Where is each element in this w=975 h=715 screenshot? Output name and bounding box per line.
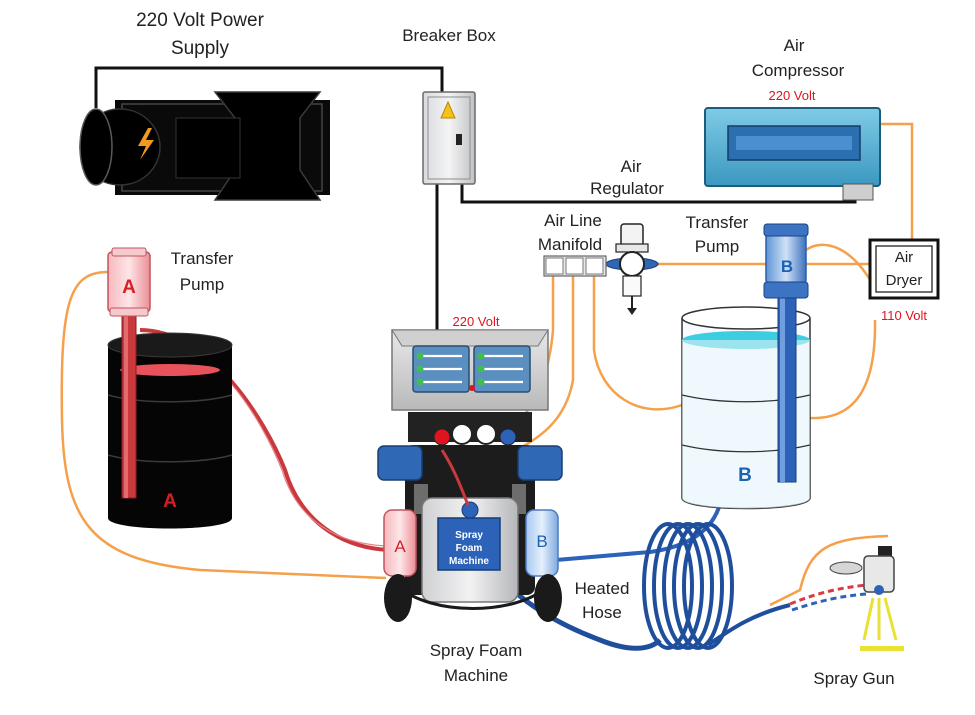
label-breaker-box: Breaker Box [402,26,496,45]
pump-b-letter: B [781,257,793,276]
label-air-dryer-line2: Dryer [886,272,923,289]
transfer-pump-b [763,223,809,483]
drum-a [107,332,233,529]
warning-icon [440,100,456,119]
breaker-box [422,91,476,185]
air-dryer [868,238,940,300]
drum-a-letter: A [163,491,177,512]
label-air-dryer-line1: Air [895,249,913,266]
label-air-compressor-line1: Air [784,36,805,55]
label-compressor-voltage: 220 Volt [769,88,816,103]
air-line-compressor-to-dryer [880,122,914,240]
spray-foam-machine [377,329,563,622]
spray-gun-hose-a [789,583,867,606]
label-transfer-pump-a-line1: Transfer [171,249,234,268]
label-machine-voltage: 220 Volt [453,314,500,329]
power-supply [79,91,330,201]
label-transfer-pump-b-line2: Pump [695,237,739,256]
label-spray-foam-machine-line2: Machine [444,666,508,685]
air-line-to-spray-gun [769,534,889,607]
label-air-regulator-line1: Air [621,157,642,176]
air-line-pump-a-loop [60,270,387,580]
label-spray-gun: Spray Gun [813,669,894,688]
air-regulator [605,223,659,315]
spray-gun-hose-b [791,592,867,612]
label-air-compressor-line2: Compressor [752,61,845,80]
label-air-regulator-line2: Regulator [590,179,664,198]
heated-hose-coil [642,522,734,650]
label-air-line-manifold-line2: Manifold [538,235,602,254]
machine-a-letter: A [394,537,406,556]
label-air-line-manifold-line1: Air Line [544,211,602,230]
drum-b-letter: B [738,465,752,486]
spray-gun [829,546,904,651]
machine-screen-line2: Foam [456,543,483,554]
machine-screen-line3: Machine [449,556,489,567]
power-line-supply-to-breaker [94,66,444,108]
label-dryer-voltage: 110 Volt [881,308,927,323]
label-heated-hose-line1: Heated [575,579,630,598]
air-line-tank-b-right [809,319,877,420]
label-power-supply-line1: 220 Volt Power [136,10,264,31]
machine-b-letter: B [536,532,547,551]
air-compressor [704,107,881,201]
label-power-supply-line2: Supply [171,38,230,59]
label-transfer-pump-a-line2: Pump [180,275,224,294]
label-spray-foam-machine-line1: Spray Foam [430,641,523,660]
transfer-pump-a [107,247,151,499]
air-line-dryer-to-pump-b [805,243,879,293]
air-line-manifold-to-tank-b [592,276,683,411]
machine-screen-line1: Spray [455,530,483,541]
air-line-manifold [543,255,607,277]
label-transfer-pump-b-line1: Transfer [686,213,749,232]
label-heated-hose-line2: Hose [582,603,622,622]
pump-a-letter: A [122,277,136,298]
lightning-icon [138,128,154,160]
labels: 220 Volt Power Supply Breaker Box Air Co… [122,10,927,688]
